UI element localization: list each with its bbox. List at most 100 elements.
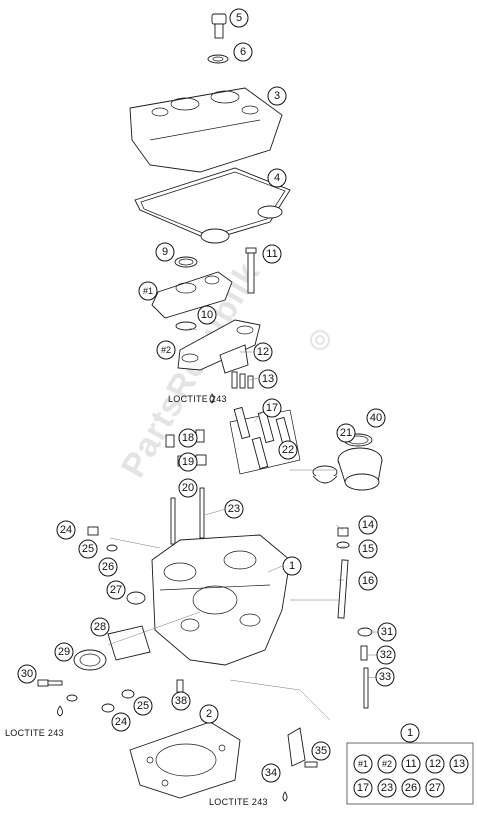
callout-38: 38 — [171, 691, 191, 711]
callout-25-top: 25 — [78, 539, 98, 559]
callout-label: 23 — [228, 503, 240, 515]
kit-item-label: 17 — [357, 782, 369, 794]
callout-label: 5 — [236, 12, 242, 24]
callout-label: 40 — [370, 412, 382, 424]
callout-34: 34 — [261, 763, 281, 783]
callout-10: 10 — [197, 305, 217, 325]
callout-label: 34 — [265, 767, 277, 779]
callout-6: 6 — [233, 42, 253, 62]
cylinder-head-1 — [151, 534, 291, 666]
bolt-30 — [37, 679, 63, 687]
callout-label: 12 — [257, 346, 269, 358]
bolts-13 — [231, 371, 254, 389]
callout-27: 27 — [106, 580, 126, 600]
callout-label: 28 — [94, 621, 106, 633]
callout-4: 4 — [267, 168, 287, 188]
callout-label: 25 — [137, 700, 149, 712]
kit-item-label: #2 — [382, 759, 392, 769]
callout-29: 29 — [54, 642, 74, 662]
kit-item-label: 13 — [453, 758, 465, 770]
callout-label: 27 — [110, 584, 122, 596]
callout-label: 19 — [182, 456, 194, 468]
callout-label: 13 — [262, 373, 274, 385]
loctite-drop-2 — [57, 705, 63, 717]
bracket-34-35 — [287, 727, 318, 768]
chain-tensioner-parts-14-16 — [336, 527, 350, 619]
hose-clamp-22 — [312, 465, 338, 484]
callout-label: 15 — [362, 543, 374, 555]
callout-kit-1: #1 — [138, 281, 158, 301]
callout-label: 29 — [58, 646, 70, 658]
callout-label: 21 — [340, 427, 352, 439]
callout-26: 26 — [98, 557, 118, 577]
callout-label: 16 — [362, 575, 374, 587]
gasket-4 — [134, 167, 291, 244]
plugs-24-25 — [66, 689, 135, 713]
kit-item-label: 11 — [405, 758, 416, 770]
callout-label: 38 — [175, 695, 187, 707]
callout-label: 31 — [381, 626, 393, 638]
callout-label: 9 — [162, 246, 168, 258]
callout-18: 18 — [178, 428, 198, 448]
loctite-drop-1 — [209, 393, 215, 404]
callout-35: 35 — [311, 741, 331, 761]
watermark-logo-icon — [310, 330, 330, 350]
callout-label: 6 — [240, 46, 246, 58]
callout-22: 22 — [278, 440, 298, 460]
callout-40: 40 — [366, 408, 386, 428]
kit-item-label: 23 — [381, 782, 393, 794]
callout-label: 4 — [274, 172, 280, 184]
bolt-11 — [245, 247, 257, 294]
callout-1-head: 1 — [282, 556, 302, 576]
gasket-28 — [107, 625, 151, 661]
callout-label: 18 — [182, 432, 194, 444]
intake-manifold-21 — [337, 447, 383, 491]
loctite-note-left: LOCTITE 243 — [5, 728, 64, 738]
callout-31: 31 — [377, 622, 397, 642]
callout-15: 15 — [358, 539, 378, 559]
o-ring-9 — [174, 256, 198, 268]
kit-item: #2 — [377, 754, 397, 774]
callout-24-bottom: 24 — [111, 712, 131, 732]
callout-32: 32 — [376, 645, 396, 665]
callout-23: 23 — [224, 499, 244, 519]
kit-item-label: 12 — [429, 758, 441, 770]
exhaust-flange-29 — [73, 649, 107, 671]
callout-2: 2 — [199, 704, 219, 724]
callout-16: 16 — [358, 571, 378, 591]
callout-9: 9 — [155, 242, 175, 262]
kit-item-label: #1 — [358, 759, 368, 769]
callout-label: 20 — [182, 482, 194, 494]
callout-11: 11 — [262, 244, 282, 264]
callout-label: #1 — [143, 286, 153, 296]
callout-17: 17 — [262, 398, 282, 418]
head-gasket-2 — [129, 721, 241, 799]
kit-item-label: 27 — [429, 782, 441, 794]
kit-item: 11 — [401, 754, 421, 774]
callout-21: 21 — [336, 423, 356, 443]
callout-label: 33 — [379, 671, 391, 683]
callout-24-top: 24 — [56, 520, 76, 540]
kit-item: 26 — [401, 778, 421, 798]
callout-12: 12 — [253, 342, 273, 362]
callout-label: 24 — [115, 716, 127, 728]
kit-item: 13 — [449, 754, 469, 774]
kit-item: 12 — [425, 754, 445, 774]
callout-label: 24 — [60, 524, 72, 536]
callout-kit-2: #2 — [156, 340, 176, 360]
kit-legend: 1 #1 #2 11 12 13 17 23 26 27 — [346, 723, 474, 805]
callout-label: #2 — [161, 345, 171, 355]
callout-5: 5 — [229, 8, 249, 28]
callout-28: 28 — [90, 617, 110, 637]
loctite-note-bottom: LOCTITE 243 — [209, 797, 268, 807]
kit-item: 23 — [377, 778, 397, 798]
leader-lines — [107, 327, 379, 721]
callout-label: 25 — [82, 543, 94, 555]
seal-ring-6 — [207, 54, 229, 64]
bolt-5 — [211, 13, 227, 39]
callout-label: 3 — [274, 90, 280, 102]
callout-label: 35 — [315, 745, 327, 757]
callout-33: 33 — [375, 667, 395, 687]
plug-27 — [126, 591, 146, 605]
loctite-note-top: LOCTITE 243 — [168, 394, 227, 404]
